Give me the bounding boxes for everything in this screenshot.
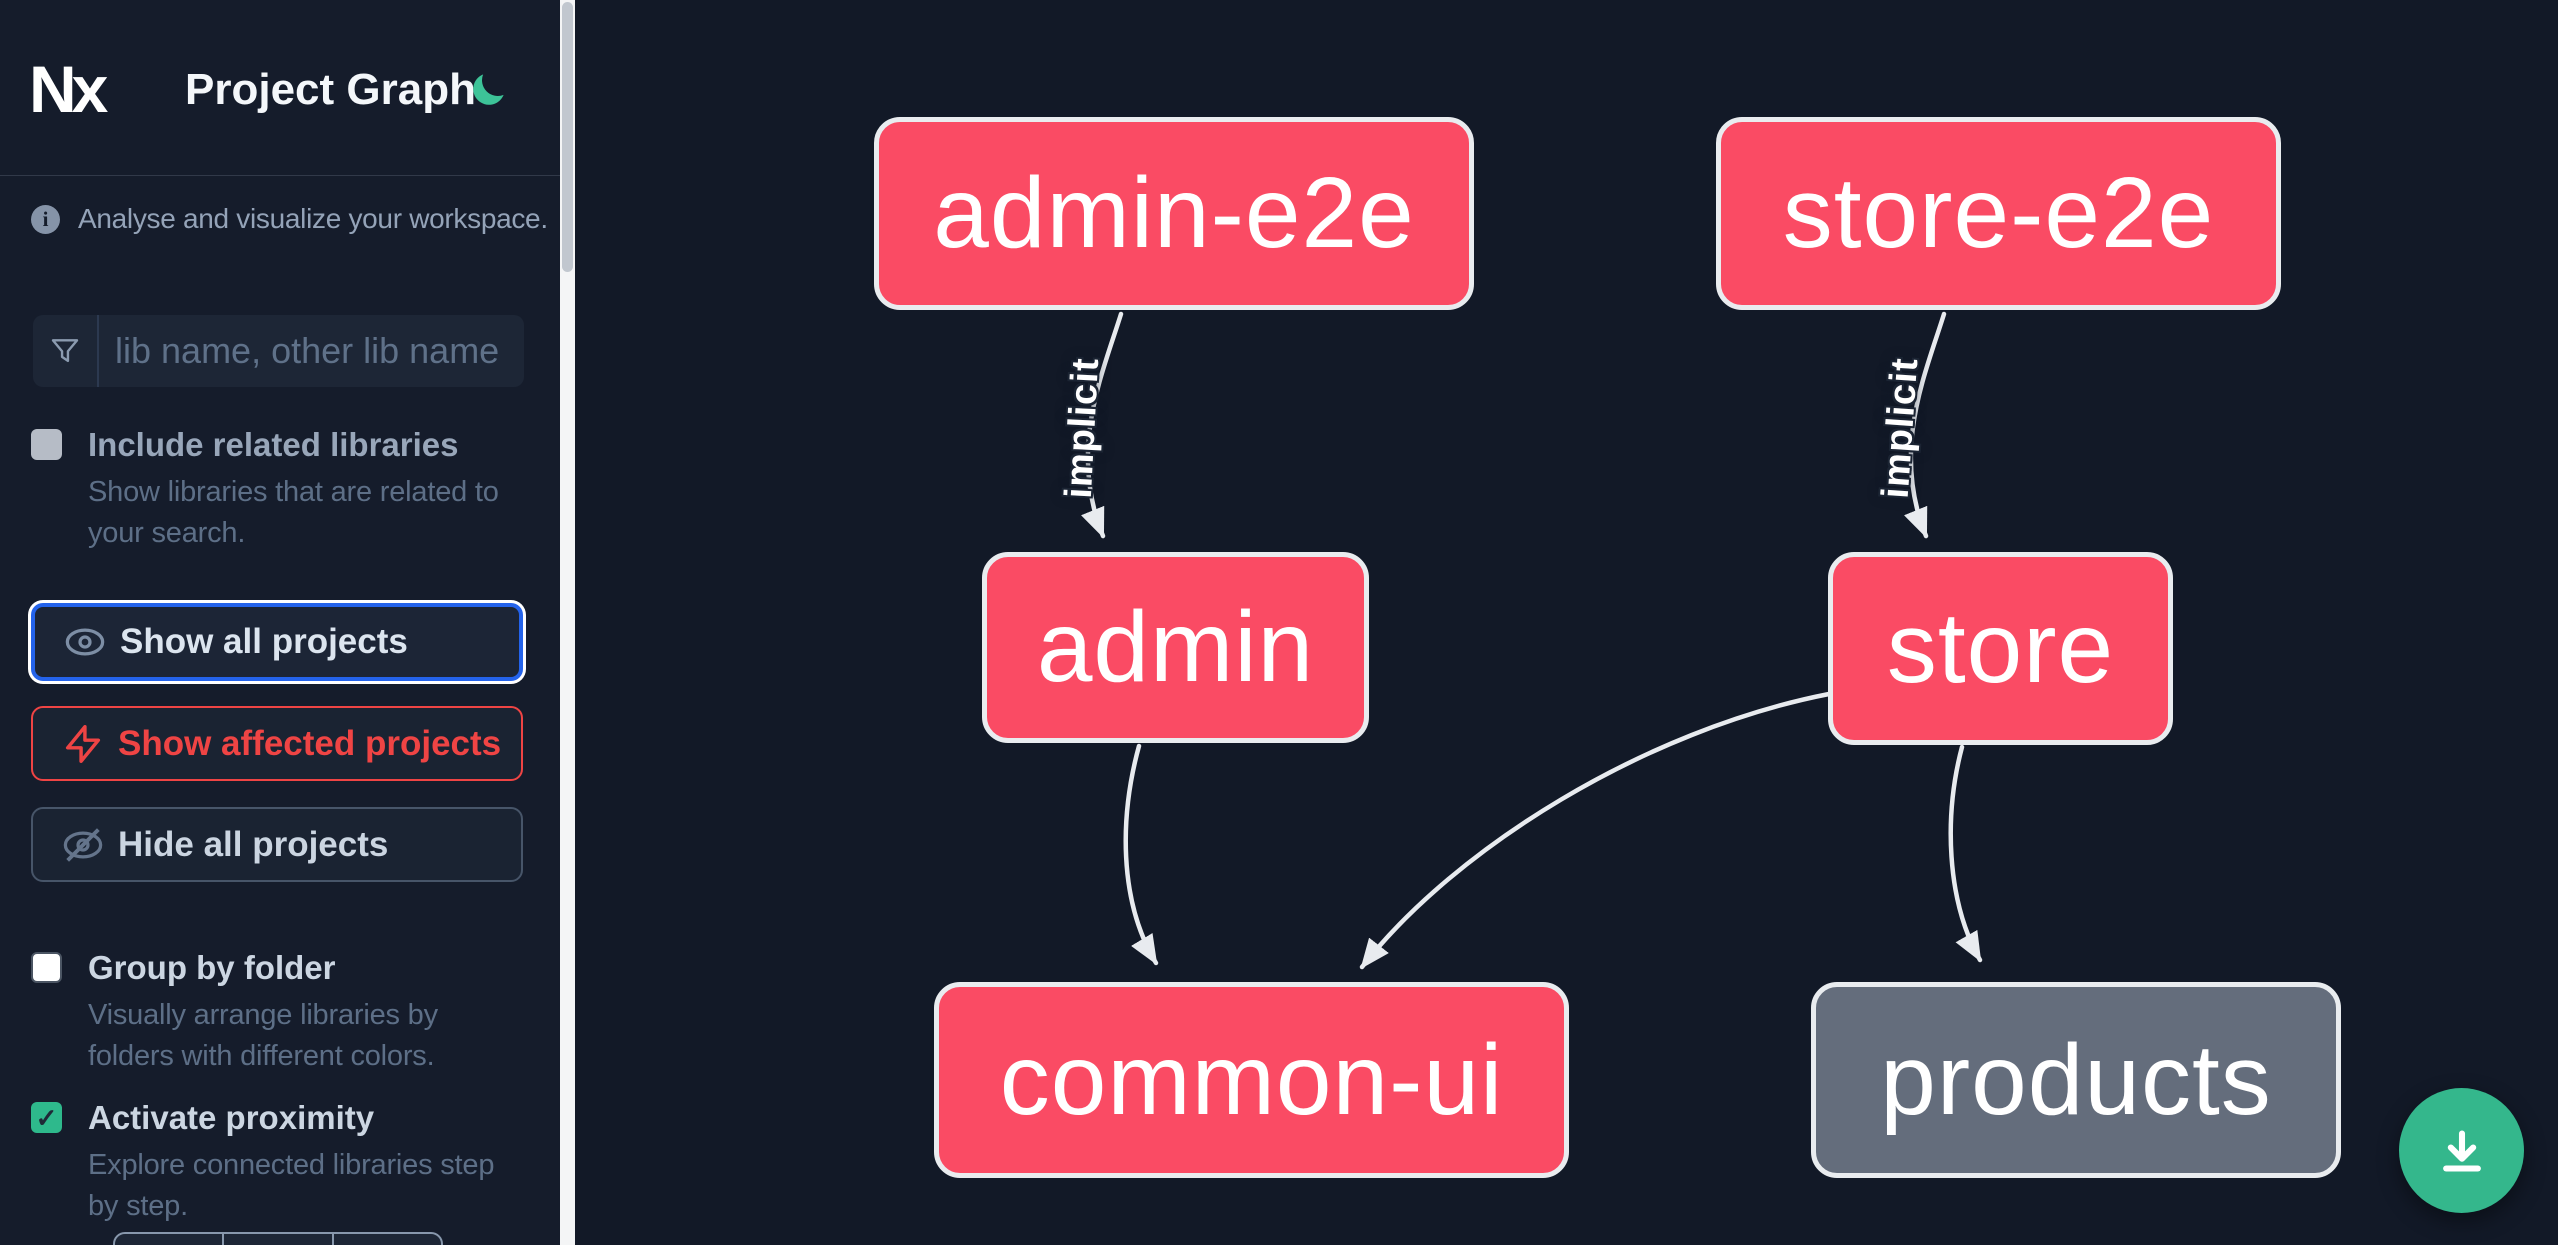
lightning-bolt-icon — [65, 724, 101, 763]
activate-proximity-description: by step. — [88, 1190, 188, 1222]
page-title: Project Graph — [185, 65, 476, 114]
show-all-projects-label: Show all projects — [120, 622, 408, 661]
info-icon: i — [31, 204, 60, 234]
activate-proximity-description: Explore connected libraries step — [88, 1149, 495, 1181]
include-related-description: Show libraries that are related to — [88, 476, 499, 508]
include-related-checkbox[interactable] — [31, 429, 62, 460]
check-icon: ✓ — [35, 1102, 58, 1133]
download-graph-button[interactable] — [2399, 1088, 2524, 1213]
show-affected-projects-button[interactable]: Show affected projects — [31, 706, 523, 781]
show-all-projects-button[interactable]: Show all projects — [31, 603, 523, 681]
moon-icon — [473, 74, 504, 105]
activate-proximity-label[interactable]: Activate proximity — [88, 1099, 375, 1136]
search-input[interactable] — [99, 317, 560, 385]
graph-node-store[interactable]: store — [1828, 552, 2173, 745]
download-icon — [2442, 1129, 2481, 1172]
search-box — [33, 315, 560, 387]
hide-all-projects-label: Hide all projects — [118, 824, 389, 864]
header-divider — [0, 175, 560, 176]
toggle-group-by-folder: Group by folder Visually arrange librari… — [31, 949, 531, 1082]
edge-label-implicit: implicit — [1057, 356, 1108, 500]
hide-all-projects-button[interactable]: Hide all projects — [31, 807, 523, 882]
node-label: admin-e2e — [933, 157, 1415, 269]
nx-logo: Nx — [29, 52, 108, 126]
sidebar-scrollbar-track[interactable] — [560, 0, 575, 1245]
node-label: products — [1880, 1023, 2272, 1136]
sidebar-scrollbar-thumb[interactable] — [562, 2, 573, 272]
theme-toggle-button[interactable] — [468, 68, 510, 110]
proximity-depth-control[interactable] — [113, 1232, 443, 1245]
include-related-label[interactable]: Include related libraries — [88, 426, 459, 463]
sidebar: Nx Project Graph i Analyse and visualize… — [0, 0, 560, 1245]
workspace-tagline: Analyse and visualize your workspace. — [78, 203, 548, 234]
node-label: store-e2e — [1782, 157, 2215, 269]
node-label: common-ui — [999, 1023, 1504, 1136]
eye-off-icon — [63, 827, 103, 862]
graph-node-admin-e2e[interactable]: admin-e2e — [874, 117, 1474, 310]
group-by-folder-description: Visually arrange libraries by — [88, 999, 438, 1031]
depth-decrement-segment[interactable] — [115, 1234, 225, 1245]
group-by-folder-checkbox[interactable] — [31, 952, 62, 983]
filter-icon — [33, 315, 99, 387]
toggle-activate-proximity: ✓ Activate proximity Explore connected l… — [31, 1099, 531, 1232]
show-affected-projects-label: Show affected projects — [118, 723, 502, 763]
graph-node-store-e2e[interactable]: store-e2e — [1716, 117, 2281, 310]
node-label: admin — [1036, 591, 1315, 703]
node-label: store — [1886, 592, 2115, 704]
toggle-include-related: Include related libraries Show libraries… — [31, 426, 531, 549]
graph-node-products[interactable]: products — [1811, 982, 2341, 1178]
activate-proximity-checkbox[interactable]: ✓ — [31, 1102, 62, 1133]
depth-increment-segment[interactable] — [334, 1234, 441, 1245]
depth-value-segment — [224, 1234, 334, 1245]
group-by-folder-label[interactable]: Group by folder — [88, 949, 336, 986]
graph-node-common-ui[interactable]: common-ui — [934, 982, 1569, 1178]
include-related-description: your search. — [88, 517, 246, 549]
group-by-folder-description: folders with different colors. — [88, 1040, 435, 1072]
graph-node-admin[interactable]: admin — [982, 552, 1369, 743]
eye-icon — [65, 628, 105, 656]
